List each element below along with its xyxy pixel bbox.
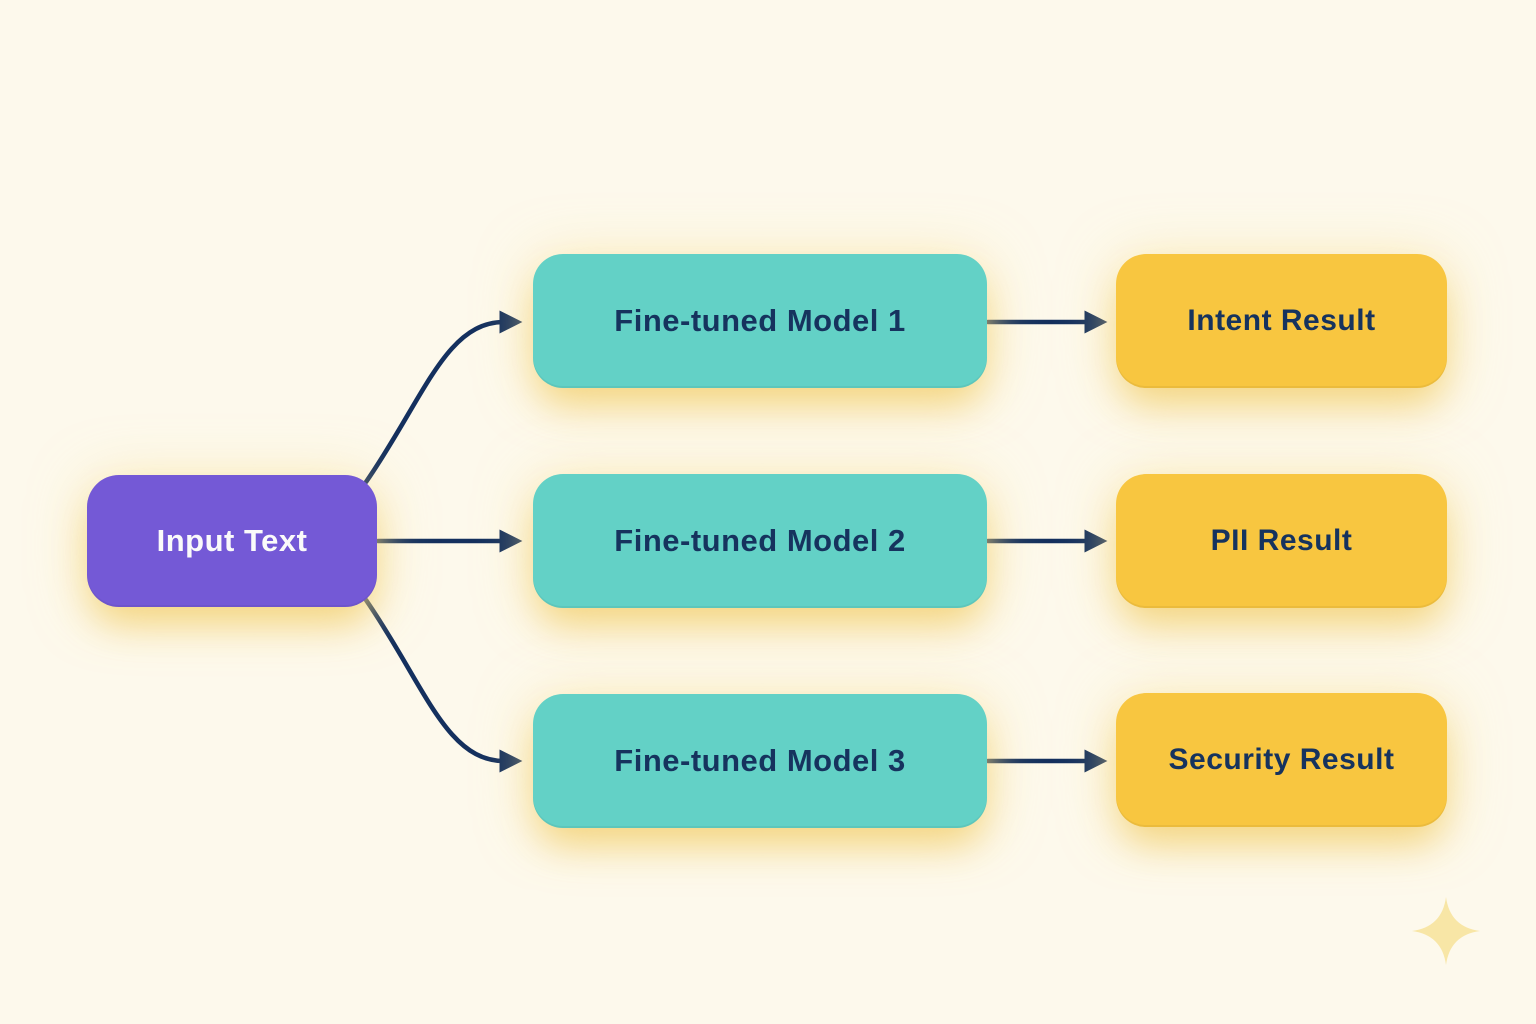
node-fine-tuned-model-1-label: Fine-tuned Model 1	[614, 303, 906, 338]
node-fine-tuned-model-2: Fine-tuned Model 2	[533, 474, 987, 608]
node-pii-result: PII Result	[1116, 474, 1447, 608]
node-fine-tuned-model-1: Fine-tuned Model 1	[533, 254, 987, 388]
edge-input-to-model3	[363, 597, 523, 773]
node-pii-result-label: PII Result	[1210, 524, 1353, 557]
node-security-result: Security Result	[1116, 693, 1447, 827]
node-fine-tuned-model-3: Fine-tuned Model 3	[533, 694, 987, 828]
node-fine-tuned-model-3-label: Fine-tuned Model 3	[614, 743, 906, 778]
sparkle-icon	[1412, 897, 1480, 965]
node-intent-result: Intent Result	[1116, 254, 1447, 388]
node-fine-tuned-model-2-label: Fine-tuned Model 2	[614, 523, 906, 558]
node-security-result-label: Security Result	[1168, 743, 1395, 776]
node-input-text: Input Text	[87, 475, 377, 607]
edge-input-to-model1	[363, 310, 523, 485]
node-input-text-label: Input Text	[156, 523, 308, 558]
node-intent-result-label: Intent Result	[1187, 304, 1376, 337]
